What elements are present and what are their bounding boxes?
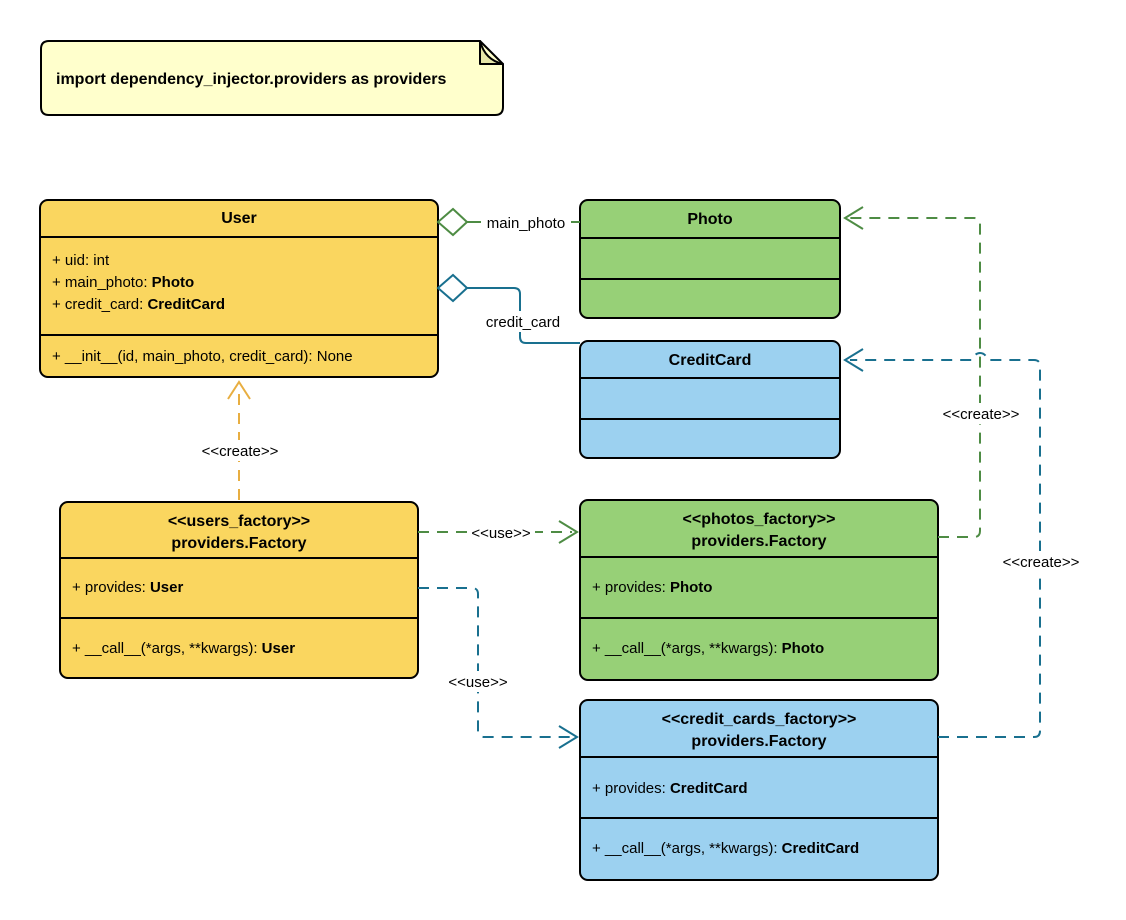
arrowhead-icon	[558, 520, 579, 544]
note-shape	[40, 40, 504, 116]
class-photos-factory: <<photos_factory>> providers.Factory + p…	[579, 499, 939, 681]
class-photos-factory-attribute: + provides: Photo	[592, 579, 712, 596]
class-users-factory-attribute: + provides: User	[72, 579, 183, 596]
label-bg	[444, 671, 512, 692]
edge-create-photo	[843, 206, 981, 538]
class-credit-cards-factory-stereotype: <<credit_cards_factory>>	[662, 711, 857, 728]
edge-use-credit-cards-factory	[418, 587, 579, 749]
note-fold-corner-icon	[479, 40, 504, 65]
edge-line	[850, 352, 1041, 738]
label-bg	[997, 551, 1085, 572]
note-text: import dependency_injector.providers as …	[56, 71, 446, 88]
arrowhead-icon	[843, 206, 864, 230]
label-bg	[196, 440, 284, 461]
class-credit-cards-factory-title: providers.Factory	[691, 733, 826, 750]
edge-line	[850, 217, 981, 538]
class-users-factory-title: providers.Factory	[171, 535, 306, 552]
edge-label-create-user: <<create>>	[202, 443, 279, 460]
class-photo: Photo	[579, 199, 841, 319]
edge-create-credit-card	[843, 348, 1041, 738]
class-credit-cards-factory-method: + __call__(*args, **kwargs): CreditCard	[592, 840, 859, 857]
arrowhead-icon	[558, 725, 579, 749]
class-photos-factory-method: + __call__(*args, **kwargs): Photo	[592, 640, 824, 657]
class-users-factory-method: + __call__(*args, **kwargs): User	[72, 640, 295, 657]
class-users-factory-box	[59, 501, 419, 679]
class-user-attribute: + main_photo: Photo	[52, 274, 194, 291]
edge-aggregation-credit-card	[436, 273, 580, 344]
edge-label-create-credit-card: <<create>>	[1003, 554, 1080, 571]
class-photo-title: Photo	[687, 211, 733, 228]
class-photos-factory-stereotype: <<photos_factory>>	[683, 511, 836, 528]
edge-create-user	[227, 380, 251, 500]
class-user-attribute: + credit_card: CreditCard	[52, 296, 225, 313]
class-credit-cards-factory-attribute: + provides: CreditCard	[592, 780, 747, 797]
class-creditcard-title: CreditCard	[669, 352, 752, 369]
class-user-method: + __init__(id, main_photo, credit_card):…	[52, 348, 353, 365]
edge-line	[418, 587, 572, 738]
class-user: User + uid: int + main_photo: Photo + cr…	[39, 199, 439, 378]
edge-label-main-photo: main_photo	[487, 215, 565, 232]
label-bg	[467, 522, 535, 543]
label-bg	[479, 311, 567, 332]
class-credit-cards-factory: <<credit_cards_factory>> providers.Facto…	[579, 699, 939, 881]
edge-label-credit-card: credit_card	[486, 314, 560, 331]
class-photos-factory-title: providers.Factory	[691, 533, 826, 550]
aggregation-diamond-icon	[436, 207, 469, 237]
class-users-factory: <<users_factory>> providers.Factory + pr…	[59, 501, 419, 679]
class-photo-box	[579, 199, 841, 319]
class-creditcard: CreditCard	[579, 340, 841, 459]
aggregation-diamond-icon	[436, 273, 469, 303]
label-bg	[937, 403, 1025, 424]
edge-labels: main_photo credit_card <<create>> <<use>…	[196, 212, 1085, 692]
label-bg	[481, 212, 571, 233]
arrowhead-icon	[227, 380, 251, 400]
note: import dependency_injector.providers as …	[40, 40, 504, 116]
class-creditcard-box	[579, 340, 841, 459]
edge-label-use-photos: <<use>>	[471, 525, 530, 542]
arrowhead-icon	[843, 348, 864, 372]
edge-label-create-photo: <<create>>	[943, 406, 1020, 423]
class-user-title: User	[221, 210, 257, 227]
class-users-factory-stereotype: <<users_factory>>	[168, 513, 310, 530]
class-user-attribute: + uid: int	[52, 252, 110, 269]
class-credit-cards-factory-box	[579, 699, 939, 881]
edge-label-use-credit-cards: <<use>>	[448, 674, 507, 691]
class-photos-factory-box	[579, 499, 939, 681]
